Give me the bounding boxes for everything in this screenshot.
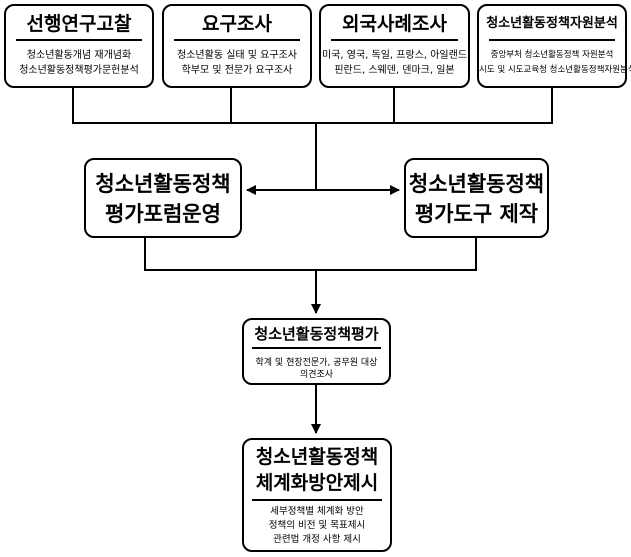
foreign-cases-box: 외국사례조사 미국, 영국, 독일, 프랑스, 아일랜드 핀란드, 스웨덴, 덴…	[319, 4, 470, 88]
foreign-cases-title: 외국사례조사	[342, 13, 447, 35]
needs-survey-title: 요구조사	[202, 13, 272, 35]
tool-box: 청소년활동정책 평가도구 제작	[404, 158, 549, 238]
needs-survey-underline	[174, 39, 300, 41]
prior-research-title: 선행연구고찰	[26, 13, 132, 35]
tool-title: 청소년활동정책 평가도구 제작	[408, 172, 545, 226]
needs-survey-box: 요구조사 청소년활동 실태 및 요구조사 학부모 및 전문가 요구조사	[162, 4, 312, 88]
resource-analysis-underline	[489, 39, 615, 41]
foreign-cases-details: 미국, 영국, 독일, 프랑스, 아일랜드 핀란드, 스웨덴, 덴마크, 일본	[321, 50, 468, 76]
prior-research-box: 선행연구고찰 청소년활동개념 재개념화 청소년활동정책평가문헌분석	[4, 4, 154, 88]
final-underline	[252, 499, 382, 501]
resource-analysis-box: 청소년활동정책자원분석 중앙부처 청소년활동정책 자원분석 시도 및 시도교육청…	[477, 4, 631, 88]
prior-research-underline	[16, 39, 142, 41]
evaluation-details: 학계 및 현장전문가, 공무원 대상 의견조사	[255, 358, 378, 380]
evaluation-box: 청소년활동정책평가 학계 및 현장전문가, 공무원 대상 의견조사	[242, 318, 391, 385]
foreign-cases-underline	[331, 39, 458, 41]
forum-box: 청소년활동정책 평가포럼운영	[84, 158, 242, 238]
needs-survey-details: 청소년활동 실태 및 요구조사 학부모 및 전문가 요구조사	[177, 50, 297, 76]
final-title: 청소년활동정책 체계화방안제시	[255, 446, 379, 494]
forum-title: 청소년활동정책 평가포럼운영	[95, 172, 231, 226]
resource-analysis-title: 청소년활동정책자원분석	[486, 16, 618, 31]
evaluation-title: 청소년활동정책평가	[254, 325, 379, 343]
evaluation-underline	[252, 347, 381, 349]
final-box: 청소년활동정책 체계화방안제시 세부정책별 체계화 방안 정책의 비전 및 목표…	[242, 438, 392, 552]
final-details: 세부정책별 체계화 방안 정책의 비전 및 목표제시 관련법 개정 사항 제시	[268, 506, 366, 545]
prior-research-details: 청소년활동개념 재개념화 청소년활동정책평가문헌분석	[19, 50, 139, 76]
resource-analysis-details: 중앙부처 청소년활동정책 자원분석 시도 및 시도교육청 청소년활동정책자원분석	[479, 50, 631, 75]
